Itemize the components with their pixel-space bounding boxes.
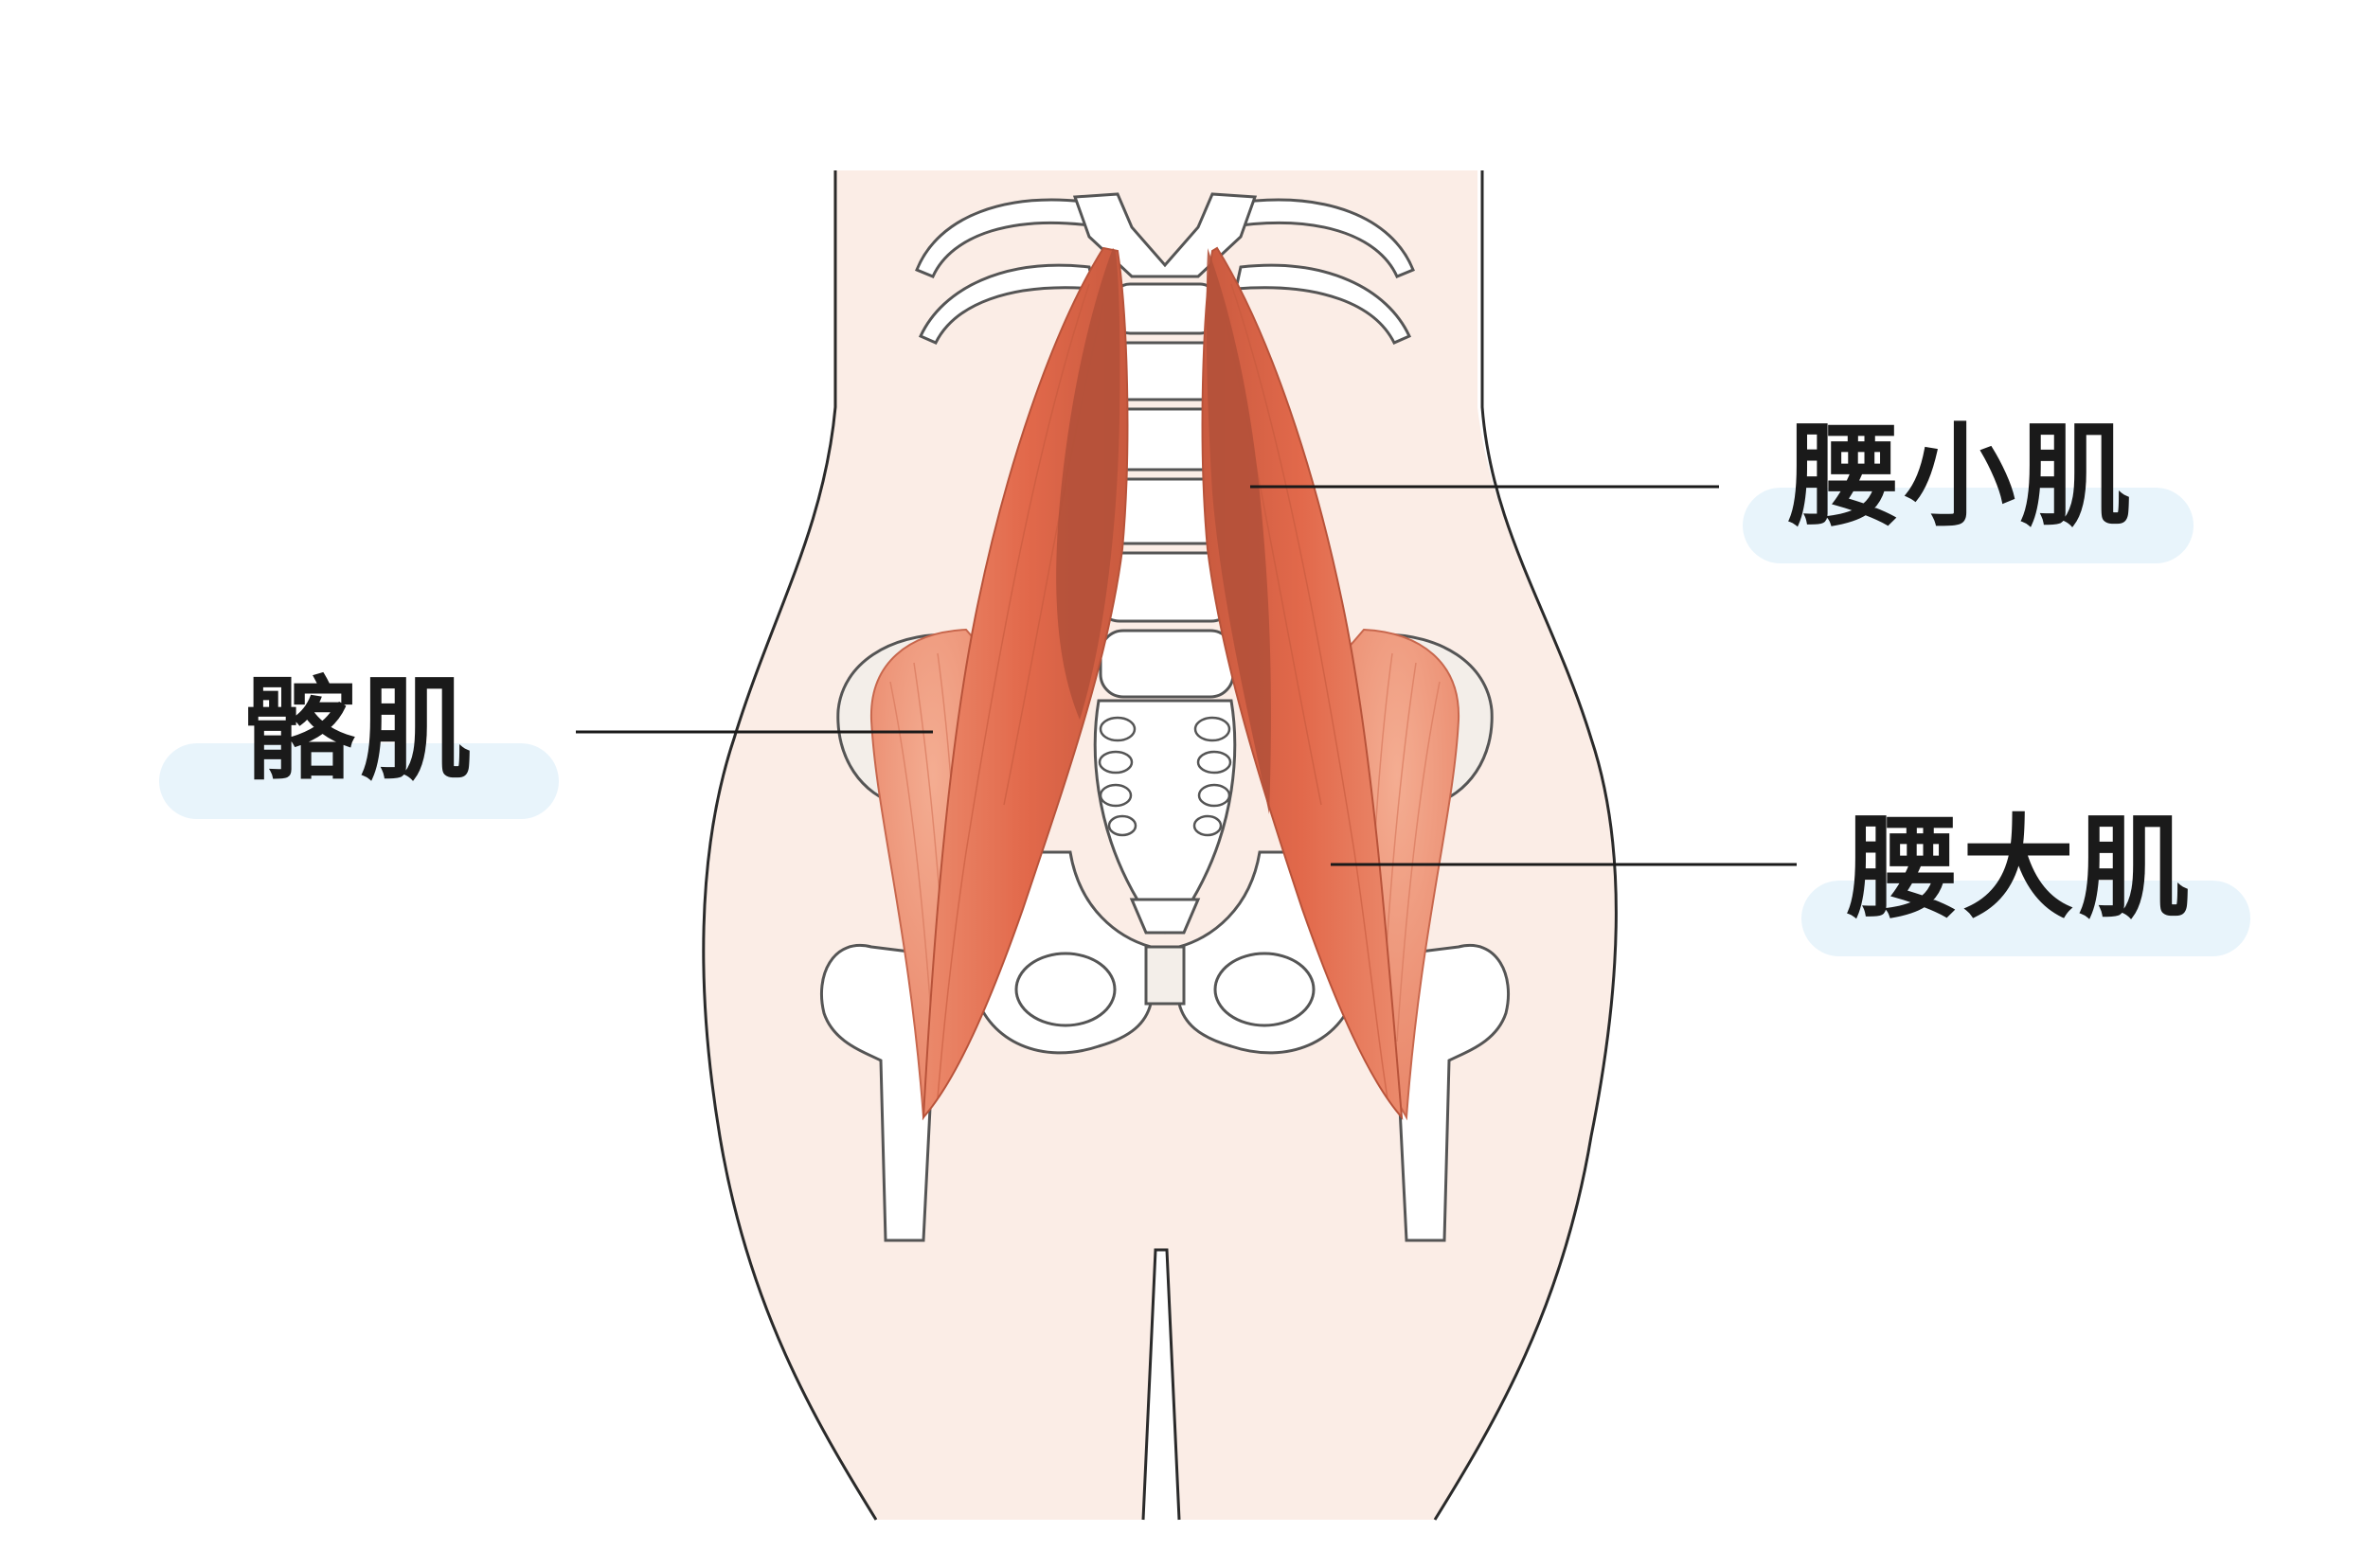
label-pill-iliacus: [159, 743, 559, 819]
leader-lines: [576, 485, 1797, 866]
label-psoas-major: 腰大肌: [1847, 803, 2194, 934]
label-pill-psoas-minor: [1743, 488, 2194, 563]
label-pill-psoas-major: [1801, 881, 2250, 956]
lumbar-spine-icon: [1095, 282, 1236, 699]
label-iliacus: 髂肌: [244, 665, 476, 795]
psoas-minor-muscle: [1056, 248, 1271, 814]
label-psoas-minor: 腰小肌: [1788, 411, 2136, 542]
